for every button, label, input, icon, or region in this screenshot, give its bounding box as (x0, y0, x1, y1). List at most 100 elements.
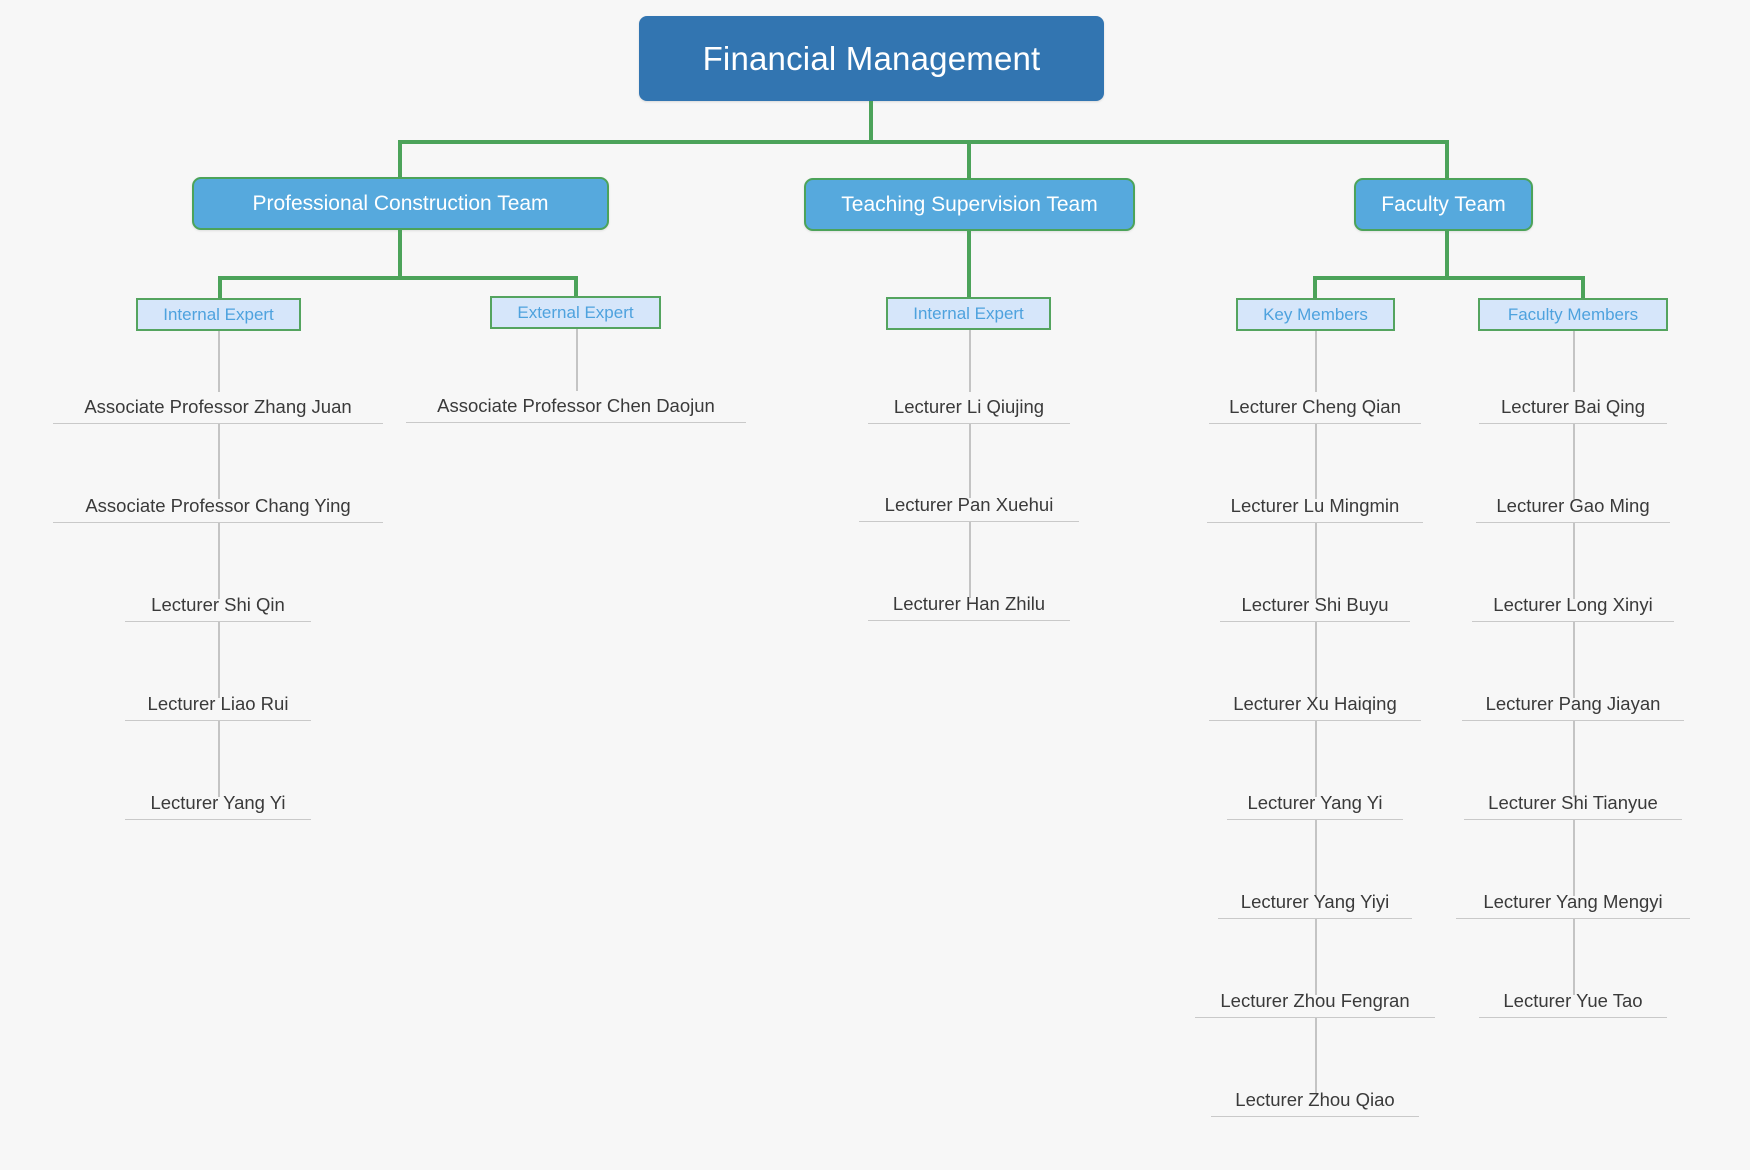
leaf-node-label: Associate Professor Chen Daojun (437, 394, 715, 416)
leaf-link (1315, 820, 1317, 896)
leaf-node-label: Lecturer Xu Haiqing (1233, 692, 1397, 714)
leaf-node-label: Lecturer Zhou Qiao (1235, 1088, 1395, 1110)
leaf-link (576, 329, 578, 391)
connector-team2-drop (967, 231, 971, 297)
leaf-node-member[interactable]: Associate Professor Chen Daojun (406, 391, 746, 423)
connector-root-to-team-3 (1445, 140, 1449, 179)
connector-team3-drop (1445, 231, 1449, 276)
connector-root-drop (869, 101, 873, 140)
category-node-faculty-members[interactable]: Faculty Members (1478, 298, 1668, 331)
leaf-node-label: Lecturer Shi Tianyue (1488, 791, 1658, 813)
leaf-node-label: Lecturer Yang Yi (1247, 791, 1383, 813)
leaf-node-member[interactable]: Lecturer Li Qiujing (868, 392, 1070, 424)
leaf-node-label: Lecturer Li Qiujing (893, 395, 1045, 417)
category-node-label: Internal Expert (163, 305, 274, 324)
leaf-node-member[interactable]: Lecturer Shi Buyu (1220, 590, 1410, 622)
connector-root-to-team-2 (967, 140, 971, 179)
leaf-node-label: Lecturer Yang Yiyi (1240, 890, 1390, 912)
leaf-link (1315, 919, 1317, 995)
leaf-node-label: Lecturer Yue Tao (1503, 989, 1643, 1011)
leaf-node-label: Lecturer Long Xinyi (1493, 593, 1653, 615)
leaf-node-label: Lecturer Gao Ming (1496, 494, 1650, 516)
leaf-node-label: Lecturer Shi Qin (151, 593, 285, 615)
leaf-node-member[interactable]: Lecturer Yang Yi (125, 788, 311, 820)
leaf-node-member[interactable]: Lecturer Cheng Qian (1209, 392, 1421, 424)
leaf-node-label: Lecturer Zhou Fengran (1220, 989, 1410, 1011)
leaf-link (1315, 523, 1317, 599)
leaf-link (218, 622, 220, 698)
category-node-label: Internal Expert (913, 304, 1024, 323)
category-node-external-expert[interactable]: External Expert (490, 296, 661, 329)
leaf-link (1573, 820, 1575, 896)
leaf-link (969, 522, 971, 598)
leaf-link (969, 424, 971, 498)
leaf-node-member[interactable]: Lecturer Shi Qin (125, 590, 311, 622)
leaf-link (1573, 523, 1575, 599)
leaf-link (1315, 331, 1317, 392)
leaf-node-member[interactable]: Lecturer Yang Yi (1227, 788, 1403, 820)
leaf-node-label: Lecturer Liao Rui (147, 692, 289, 714)
leaf-link (1573, 721, 1575, 797)
category-node-internal-expert-construction[interactable]: Internal Expert (136, 298, 301, 331)
category-node-label: External Expert (517, 303, 634, 322)
leaf-link (1315, 721, 1317, 797)
team-node-faculty-team[interactable]: Faculty Team (1354, 178, 1533, 231)
leaf-node-member[interactable]: Lecturer Xu Haiqing (1209, 689, 1421, 721)
leaf-node-member[interactable]: Associate Professor Zhang Juan (53, 392, 383, 424)
connector-team3-to-cat2 (1581, 276, 1585, 298)
leaf-node-label: Associate Professor Zhang Juan (84, 395, 352, 417)
connector-team1-to-cat2 (574, 276, 578, 298)
leaf-node-member[interactable]: Lecturer Bai Qing (1479, 392, 1667, 424)
leaf-link (1573, 622, 1575, 698)
connector-team3-bar (1313, 276, 1585, 280)
leaf-node-label: Lecturer Han Zhilu (892, 592, 1046, 614)
leaf-node-member[interactable]: Lecturer Zhou Fengran (1195, 986, 1435, 1018)
leaf-node-member[interactable]: Lecturer Pang Jiayan (1462, 689, 1684, 721)
leaf-link (218, 523, 220, 599)
leaf-node-label: Lecturer Bai Qing (1501, 395, 1645, 417)
connector-team1-to-cat1 (218, 276, 222, 298)
category-node-key-members[interactable]: Key Members (1236, 298, 1395, 331)
leaf-node-member[interactable]: Lecturer Pan Xuehui (859, 490, 1079, 522)
leaf-node-member[interactable]: Lecturer Long Xinyi (1472, 590, 1674, 622)
leaf-link (218, 424, 220, 499)
root-node-financial-management[interactable]: Financial Management (639, 16, 1104, 101)
leaf-node-member[interactable]: Lecturer Gao Ming (1476, 491, 1670, 523)
leaf-node-member[interactable]: Lecturer Yang Mengyi (1456, 887, 1690, 919)
leaf-node-label: Lecturer Shi Buyu (1241, 593, 1389, 615)
team-node-label: Professional Construction Team (252, 192, 549, 215)
leaf-node-member[interactable]: Lecturer Shi Tianyue (1464, 788, 1682, 820)
team-node-teaching-supervision-team[interactable]: Teaching Supervision Team (804, 178, 1135, 231)
team-node-professional-construction-team[interactable]: Professional Construction Team (192, 177, 609, 230)
leaf-link (1573, 331, 1575, 392)
leaf-node-label: Associate Professor Chang Ying (85, 494, 351, 516)
leaf-node-member[interactable]: Associate Professor Chang Ying (53, 491, 383, 523)
leaf-node-label: Lecturer Yang Mengyi (1483, 890, 1663, 912)
leaf-node-label: Lecturer Pan Xuehui (884, 493, 1054, 515)
leaf-node-member[interactable]: Lecturer Liao Rui (125, 689, 311, 721)
connector-team1-drop (398, 230, 402, 276)
leaf-node-label: Lecturer Pang Jiayan (1485, 692, 1661, 714)
connector-root-bar (398, 140, 1449, 144)
category-node-label: Faculty Members (1507, 305, 1639, 324)
connector-root-to-team-1 (398, 140, 402, 179)
connector-team1-bar (218, 276, 578, 280)
leaf-node-member[interactable]: Lecturer Yang Yiyi (1218, 887, 1412, 919)
leaf-link (1315, 622, 1317, 698)
leaf-node-member[interactable]: Lecturer Yue Tao (1479, 986, 1667, 1018)
leaf-link (1573, 424, 1575, 499)
leaf-node-member[interactable]: Lecturer Han Zhilu (868, 589, 1070, 621)
connector-team3-to-cat1 (1313, 276, 1317, 298)
category-node-internal-expert-supervision[interactable]: Internal Expert (886, 297, 1051, 330)
leaf-node-label: Lecturer Yang Yi (150, 791, 286, 813)
leaf-node-member[interactable]: Lecturer Zhou Qiao (1211, 1085, 1419, 1117)
leaf-node-label: Lecturer Lu Mingmin (1230, 494, 1400, 516)
team-node-label: Faculty Team (1381, 193, 1506, 216)
leaf-link (969, 330, 971, 392)
leaf-link (218, 331, 220, 392)
leaf-link (1315, 1018, 1317, 1094)
leaf-node-label: Lecturer Cheng Qian (1229, 395, 1401, 417)
leaf-node-member[interactable]: Lecturer Lu Mingmin (1207, 491, 1423, 523)
leaf-link (218, 721, 220, 797)
